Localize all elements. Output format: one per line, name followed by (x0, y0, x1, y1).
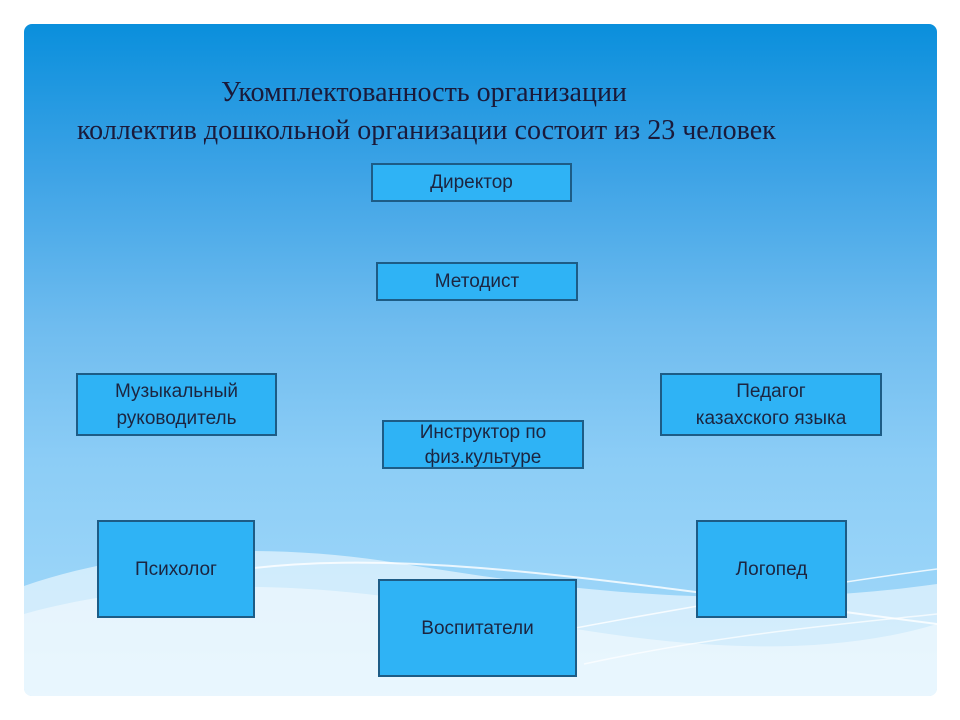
node-methodist: Методист (376, 262, 578, 301)
node-psychologist: Психолог (97, 520, 255, 618)
node-educators: Воспитатели (378, 579, 577, 677)
node-methodist-label: Методист (434, 271, 520, 292)
node-pe-instructor: Инструктор по физ.культуре (382, 420, 584, 469)
node-director: Директор (371, 163, 572, 202)
node-pe-instructor-label-2: физ.культуре (424, 446, 542, 468)
slide: Укомплектованность организации коллектив… (24, 24, 937, 696)
node-music-director-label-2: руководитель (116, 407, 237, 429)
node-speech-therapist: Логопед (696, 520, 847, 618)
node-kazakh-teacher-label-1: Педагог (736, 380, 806, 402)
node-kazakh-teacher-label-2: казахского языка (695, 407, 847, 429)
node-music-director-label-1: Музыкальный (115, 380, 238, 402)
node-educators-label: Воспитатели (421, 617, 534, 639)
node-pe-instructor-label-1: Инструктор по (419, 421, 547, 443)
title-line-2: коллектив дошкольной организации состоит… (77, 115, 776, 146)
node-speech-therapist-label: Логопед (735, 558, 808, 580)
title-line-1: Укомплектованность организации (221, 77, 627, 108)
node-kazakh-teacher: Педагог казахского языка (660, 373, 882, 436)
node-psychologist-label: Психолог (134, 558, 217, 580)
node-director-label: Директор (430, 172, 513, 193)
node-music-director: Музыкальный руководитель (76, 373, 277, 436)
